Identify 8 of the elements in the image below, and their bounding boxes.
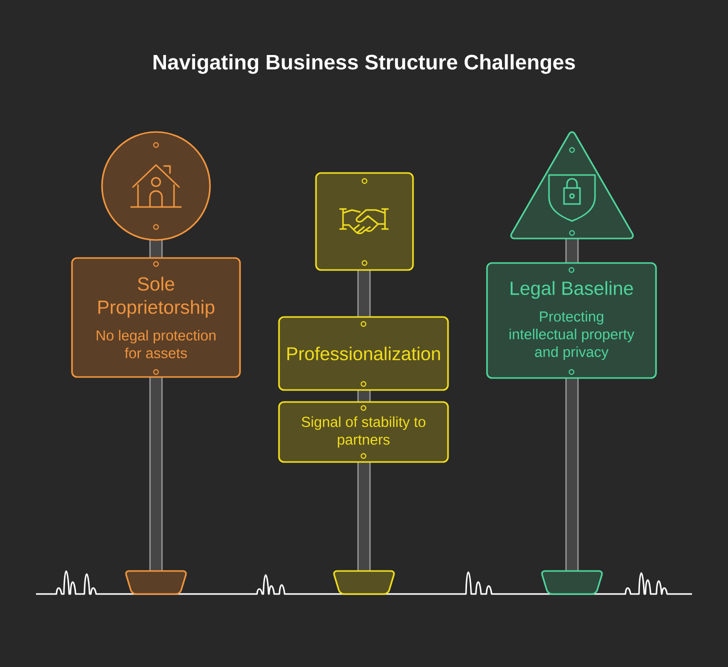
sign-board: Signal of stability to partners (278, 401, 449, 463)
triangle-sign (510, 131, 634, 240)
sign-board: Legal Baseline Protecting intellectual property and privacy (486, 262, 657, 379)
square-sign (315, 172, 414, 271)
sign-board: Professionalization (278, 316, 449, 391)
title: Navigating Business Structure Challenges (154, 54, 575, 74)
sign-board: Sole Proprietorship No legal protection for assets (71, 257, 241, 378)
round-sign (101, 131, 211, 241)
